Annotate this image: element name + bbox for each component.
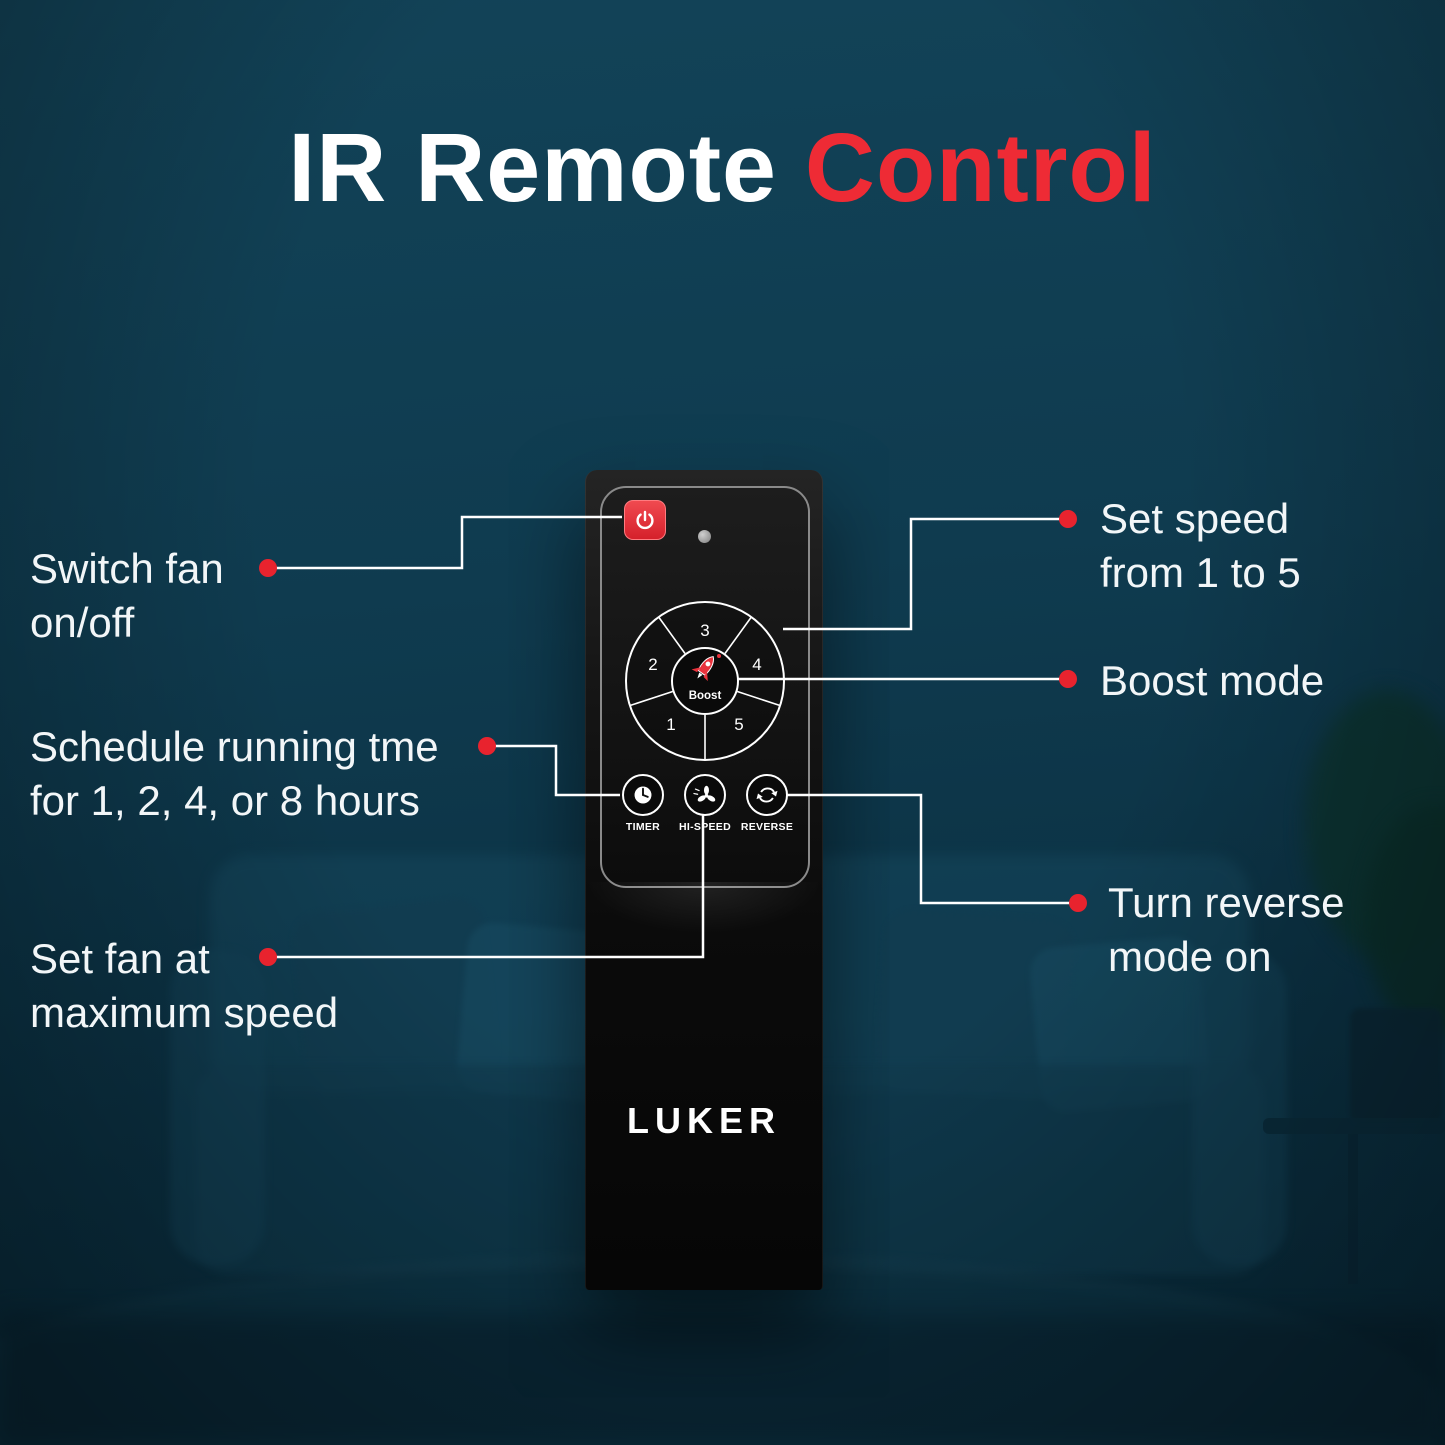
callout-text: Switch fan bbox=[30, 545, 224, 592]
page-title: IR Remote Control bbox=[0, 112, 1445, 224]
remote-control: 3 2 4 1 5 Boost bbox=[585, 470, 823, 1290]
title-white: IR Remote bbox=[288, 113, 777, 222]
reverse-button[interactable]: REVERSE bbox=[740, 774, 794, 833]
callout-text: Schedule running tme bbox=[30, 723, 439, 770]
dial-number-1[interactable]: 1 bbox=[666, 715, 675, 734]
clock-icon bbox=[622, 774, 664, 816]
dial-number-5[interactable]: 5 bbox=[734, 715, 743, 734]
callout-max-speed: Set fan at maximum speed bbox=[30, 932, 338, 1040]
function-button-row: TIMER HI-SP bbox=[618, 774, 794, 833]
callout-switch-fan: Switch fan on/off bbox=[30, 542, 224, 650]
remote-face-panel: 3 2 4 1 5 Boost bbox=[600, 486, 810, 888]
callout-set-speed: Set speed from 1 to 5 bbox=[1100, 492, 1301, 600]
timer-label: TIMER bbox=[625, 821, 661, 833]
dial-number-2[interactable]: 2 bbox=[648, 655, 657, 674]
callout-timer: Schedule running tme for 1, 2, 4, or 8 h… bbox=[30, 720, 439, 828]
timer-button[interactable]: TIMER bbox=[618, 774, 668, 833]
dial-number-4[interactable]: 4 bbox=[752, 655, 761, 674]
fan-icon bbox=[684, 774, 726, 816]
reverse-label: REVERSE bbox=[740, 821, 794, 833]
scene-sofa-arm bbox=[170, 950, 265, 1265]
callout-reverse-mode: Turn reverse mode on bbox=[1108, 876, 1345, 984]
callout-text: Set fan at bbox=[30, 935, 210, 982]
remote-seam bbox=[586, 882, 822, 934]
callout-text: on/off bbox=[30, 598, 135, 646]
title-red: Control bbox=[804, 113, 1157, 222]
boost-label: Boost bbox=[689, 690, 722, 702]
scene-floor bbox=[0, 1315, 1445, 1445]
rocket-icon bbox=[691, 656, 714, 682]
scene-plant-pot bbox=[1350, 1008, 1442, 1123]
scene-side-table bbox=[1263, 1118, 1445, 1134]
power-button[interactable] bbox=[624, 500, 666, 540]
dial-number-3[interactable]: 3 bbox=[700, 621, 709, 640]
callout-text: Turn reverse bbox=[1108, 879, 1345, 926]
hi-speed-button[interactable]: HI-SPEED bbox=[679, 774, 731, 833]
callout-text: from 1 to 5 bbox=[1100, 548, 1301, 596]
callout-text: maximum speed bbox=[30, 988, 339, 1036]
speed-dial[interactable]: 3 2 4 1 5 Boost bbox=[620, 596, 790, 766]
callout-text: mode on bbox=[1108, 932, 1272, 980]
cycle-arrows-icon bbox=[746, 774, 788, 816]
led-indicator bbox=[698, 530, 711, 543]
power-icon bbox=[636, 510, 654, 530]
callout-text: Boost mode bbox=[1100, 657, 1325, 704]
callout-boost-mode: Boost mode bbox=[1100, 654, 1324, 708]
hi-speed-label: HI-SPEED bbox=[679, 821, 731, 833]
scene-table-leg bbox=[1348, 1134, 1358, 1284]
callout-text: Set speed bbox=[1100, 495, 1290, 542]
scene-sofa-arm bbox=[1192, 950, 1287, 1265]
callout-text: for 1, 2, 4, or 8 hours bbox=[30, 776, 420, 824]
brand-logo: LUKER bbox=[627, 1100, 781, 1141]
boost-button[interactable]: Boost bbox=[671, 647, 739, 715]
dial-spokes bbox=[629, 617, 781, 759]
rocket-spark bbox=[717, 654, 721, 658]
